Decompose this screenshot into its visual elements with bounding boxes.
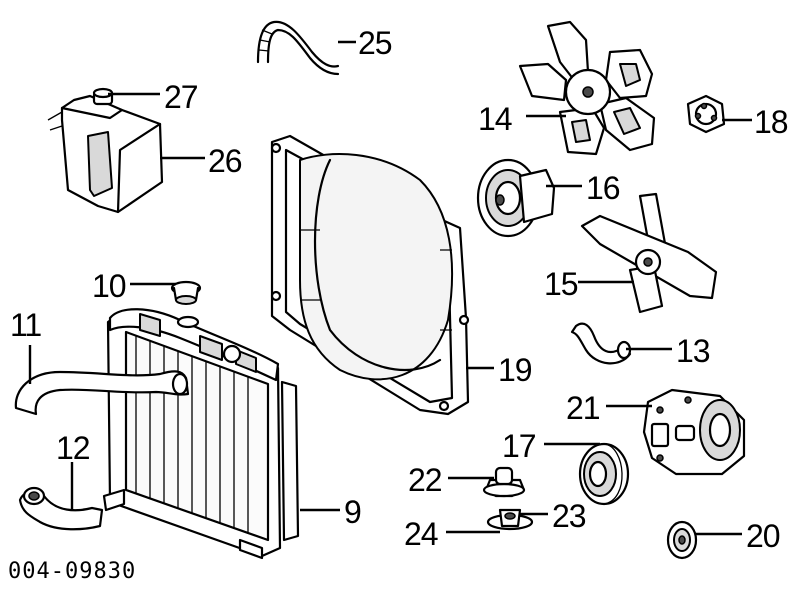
bypass-hose: [570, 322, 632, 365]
fan-spacer: [686, 94, 726, 134]
fan-shroud: [270, 134, 470, 416]
part-label-14: 14: [478, 101, 512, 137]
part-label-20: 20: [746, 518, 780, 554]
part-label-24: 24: [404, 516, 438, 552]
part-label-27: 27: [164, 79, 198, 115]
diagram-reference-code: 004-09830: [8, 559, 136, 584]
part-label-19: 19: [498, 352, 532, 388]
part-label-23: 23: [552, 498, 586, 534]
thermostat-housing: [482, 466, 526, 498]
part-label-13: 13: [676, 333, 710, 369]
part-label-15: 15: [544, 266, 578, 302]
reservoir-cap: [92, 87, 114, 106]
coolant-reservoir: [47, 94, 164, 214]
part-label-26: 26: [208, 143, 242, 179]
part-label-25: 25: [358, 25, 392, 61]
part-label-21: 21: [566, 390, 600, 426]
idler-pulley: [666, 520, 698, 560]
radiator: [102, 308, 300, 560]
part-label-18: 18: [754, 104, 788, 140]
cooling-fan: [518, 20, 656, 156]
upper-radiator-hose: [14, 370, 190, 416]
ac-compressor: [642, 388, 746, 476]
thermostat: [486, 508, 534, 531]
part-label-9: 9: [344, 494, 361, 530]
lower-radiator-hose: [18, 486, 104, 531]
leader-lines: [28, 40, 752, 536]
water-pump: [476, 158, 556, 238]
part-label-16: 16: [586, 170, 620, 206]
part-label-17: 17: [502, 428, 536, 464]
part-label-11: 11: [10, 307, 41, 343]
part-label-22: 22: [408, 462, 442, 498]
drive-belt: [256, 20, 340, 76]
drive-pulley: [578, 442, 630, 506]
fan-alternate: [580, 192, 718, 314]
radiator-cap: [170, 280, 202, 305]
part-label-10: 10: [92, 268, 126, 304]
part-label-12: 12: [56, 430, 90, 466]
